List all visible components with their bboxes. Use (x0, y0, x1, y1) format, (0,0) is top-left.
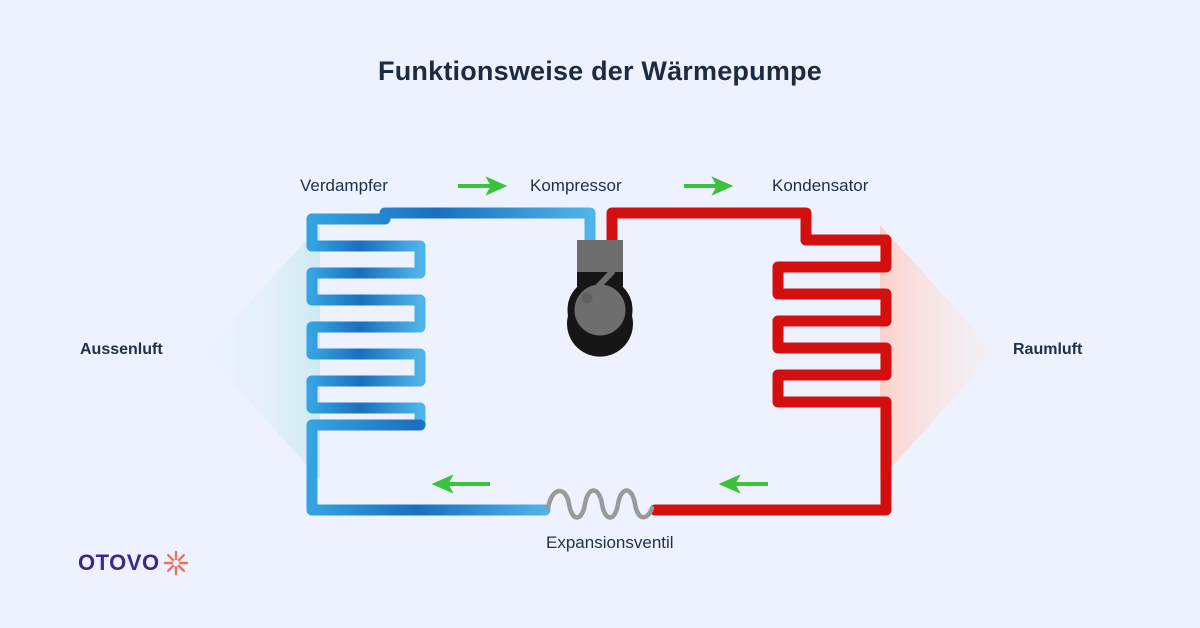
compressor-unit (567, 240, 634, 357)
expansion-valve-coil (545, 488, 655, 520)
label-evaporator: Verdampfer (300, 176, 388, 195)
otovo-logo[interactable]: OTOVO (78, 548, 191, 578)
sunburst-icon (161, 548, 191, 578)
condenser-pipe (606, 207, 892, 516)
room-air-wedge (880, 225, 995, 480)
page-title: Funktionsweise der Wärmepumpe (378, 56, 822, 86)
label-outside-air: Aussenluft (80, 341, 163, 358)
label-expansion-valve: Expansionsventil (546, 533, 674, 552)
label-room-air: Raumluft (1013, 341, 1083, 358)
flow-arrows (431, 176, 768, 494)
label-compressor: Kompressor (530, 176, 622, 195)
evaporator-pipe (306, 207, 596, 516)
outside-air-wedge (205, 225, 320, 480)
otovo-logo-text: OTOVO (78, 550, 160, 575)
label-condenser: Kondensator (772, 176, 869, 195)
